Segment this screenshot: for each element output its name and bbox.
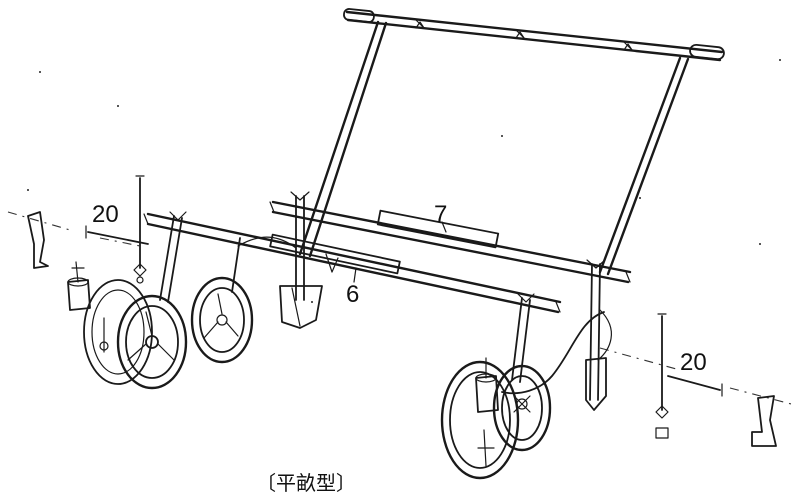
left-grip xyxy=(343,8,375,23)
center-axis-line xyxy=(7,211,796,406)
label-7: 7 xyxy=(434,201,447,228)
frame-uprights xyxy=(298,20,690,276)
right-shaft-assembly xyxy=(655,313,777,447)
left-seeder-unit xyxy=(67,211,297,390)
rear-cross-bar xyxy=(269,200,632,284)
label-20-right: 20 xyxy=(680,349,707,376)
leader-lines xyxy=(353,221,447,283)
front-cross-bar xyxy=(143,212,562,314)
left-shaft-assembly xyxy=(27,175,149,284)
label-20-left: 20 xyxy=(92,201,119,228)
diagram-caption: 〔平畝型〕 xyxy=(256,471,356,495)
right-seeder-unit xyxy=(440,293,605,480)
label-6: 6 xyxy=(346,281,359,308)
scan-speckles xyxy=(27,59,781,303)
handle-bar xyxy=(343,8,725,62)
right-grip xyxy=(689,43,725,61)
right-furrow-opener xyxy=(585,259,612,411)
